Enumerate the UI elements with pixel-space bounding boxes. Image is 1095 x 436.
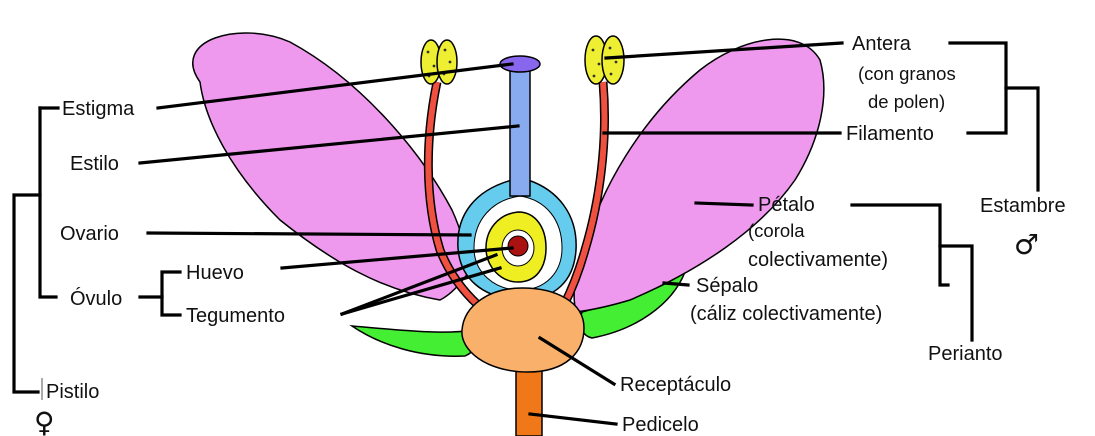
bracket-periantio bbox=[852, 205, 948, 285]
label-estilo: Estilo bbox=[70, 153, 119, 175]
leader-sepalo bbox=[664, 283, 688, 285]
label-filamento: Filamento bbox=[846, 123, 934, 145]
label-pedicelo: Pedicelo bbox=[622, 414, 699, 436]
bracket-pistilo-outer bbox=[14, 195, 40, 392]
label-ovario: Ovario bbox=[60, 223, 119, 245]
leader-ovario bbox=[148, 233, 470, 235]
bracket-ovulo bbox=[162, 272, 180, 315]
sepal-left bbox=[352, 326, 477, 356]
label-antera: Antera bbox=[852, 33, 912, 55]
label-estigma: Estigma bbox=[62, 98, 135, 120]
leader-pedicelo bbox=[530, 414, 616, 424]
bracket-pistilo bbox=[40, 108, 56, 297]
label-sepalo: Sépalo bbox=[696, 275, 758, 297]
label-antera-note-2: de polen) bbox=[868, 91, 945, 112]
bracket-periantio-stem bbox=[940, 246, 972, 340]
label-ovulo: Óvulo bbox=[70, 287, 122, 310]
label-petalo-note-1: (corola bbox=[748, 220, 805, 241]
label-sepalo-note: (cáliz colectivamente) bbox=[690, 303, 882, 325]
egg bbox=[508, 236, 528, 256]
leader-petalo bbox=[696, 203, 752, 205]
bracket-estambre bbox=[950, 43, 1006, 133]
label-huevo: Huevo bbox=[186, 262, 244, 284]
style bbox=[510, 70, 530, 196]
anther-left bbox=[421, 40, 457, 84]
label-periantio: Perianto bbox=[928, 343, 1003, 365]
label-tegumento: Tegumento bbox=[186, 305, 285, 327]
label-petalo: Pétalo bbox=[758, 194, 815, 216]
receptacle bbox=[462, 288, 584, 372]
label-receptaculo: Receptáculo bbox=[620, 374, 731, 396]
label-pistilo: Pistilo bbox=[46, 381, 99, 403]
label-petalo-note-2: colectivamente) bbox=[748, 249, 888, 271]
label-antera-note-1: (con granos bbox=[858, 63, 956, 84]
label-estambre: Estambre bbox=[980, 195, 1066, 217]
anther-right bbox=[585, 36, 624, 84]
male-symbol: ♂ bbox=[1014, 228, 1039, 261]
female-symbol: ♀ bbox=[34, 406, 55, 436]
bracket-estambre-stem bbox=[1006, 88, 1038, 190]
